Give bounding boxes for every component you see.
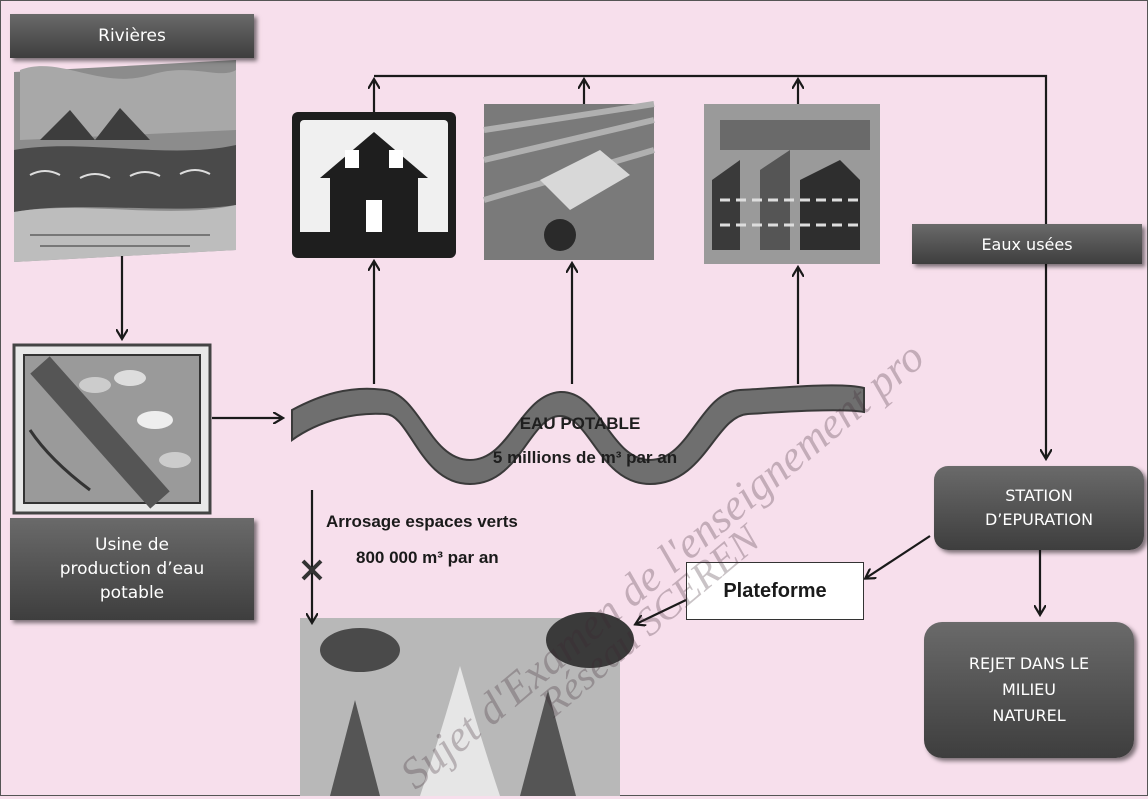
drinking-water-pipe — [291, 384, 865, 486]
usine-label-line1: Usine de — [95, 535, 169, 555]
blocked-cross-icon — [301, 559, 323, 581]
rejet-milieu-box: REJET DANS LE MILIEU NATUREL — [924, 622, 1134, 758]
arrow-plateforme-to-park — [636, 599, 687, 624]
water-plant-illustration — [12, 343, 212, 515]
station-epuration-box: STATION D’EPURATION — [934, 466, 1144, 550]
rejet-label-line3: NATUREL — [992, 706, 1066, 725]
wastewater-collector — [374, 74, 1046, 458]
rivieres-box: Rivières — [10, 14, 254, 58]
eaux-usees-label: Eaux usées — [981, 234, 1073, 254]
arrow-station-to-plateforme — [866, 535, 931, 578]
usine-label-line3: potable — [99, 583, 165, 603]
eau-potable-volume: 5 millions de m³ par an — [492, 448, 678, 467]
industry-illustration — [704, 104, 880, 264]
arrosage-label: Arrosage espaces verts — [326, 512, 518, 531]
station-label-line2: D’EPURATION — [984, 510, 1094, 529]
flow-arrows — [122, 74, 1046, 624]
house-illustration — [292, 112, 456, 258]
farm-illustration — [483, 101, 655, 260]
eaux-usees-box: Eaux usées — [912, 224, 1142, 264]
rivieres-label: Rivières — [98, 26, 166, 46]
arrosage-volume: 800 000 m³ par an — [356, 548, 499, 567]
rejet-label-line2: MILIEU — [1002, 680, 1056, 699]
rejet-label-line1: REJET DANS LE — [968, 654, 1090, 673]
plateforme-box: Plateforme — [686, 562, 864, 620]
plateforme-label: Plateforme — [723, 579, 827, 602]
usine-label-line2: production d’eau — [59, 559, 205, 579]
usine-box: Usine de production d’eau potable — [10, 518, 254, 620]
park-illustration — [300, 612, 634, 796]
eau-potable-title: EAU POTABLE — [519, 414, 641, 433]
rivers-illustration — [14, 60, 236, 262]
station-label-line1: STATION — [1005, 486, 1073, 505]
